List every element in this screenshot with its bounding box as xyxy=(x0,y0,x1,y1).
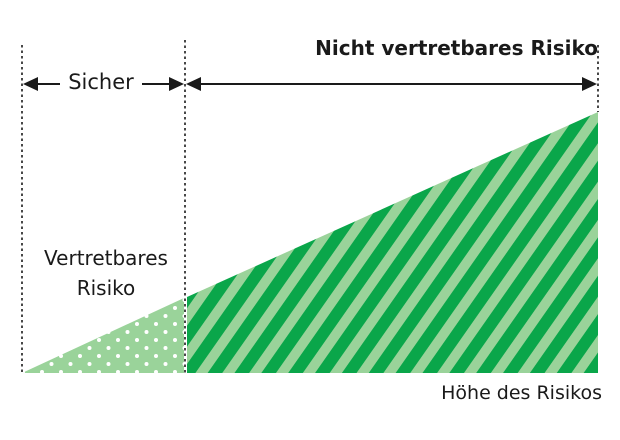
unacceptable-zone-arrow xyxy=(186,77,597,91)
acceptable-risk-label-line-1: Vertretbares xyxy=(44,246,168,270)
acceptable-risk-label-line-2: Risiko xyxy=(76,276,136,300)
acceptable-risk-label: Vertretbares Risiko xyxy=(26,243,186,303)
axis-label: Höhe des Risikos xyxy=(441,382,602,404)
acceptable-risk-area xyxy=(22,298,184,373)
unacceptable-risk-label: Nicht vertretbares Risiko xyxy=(315,36,598,60)
safe-zone-label: Sicher xyxy=(60,72,142,93)
unacceptable-risk-area xyxy=(187,112,598,373)
